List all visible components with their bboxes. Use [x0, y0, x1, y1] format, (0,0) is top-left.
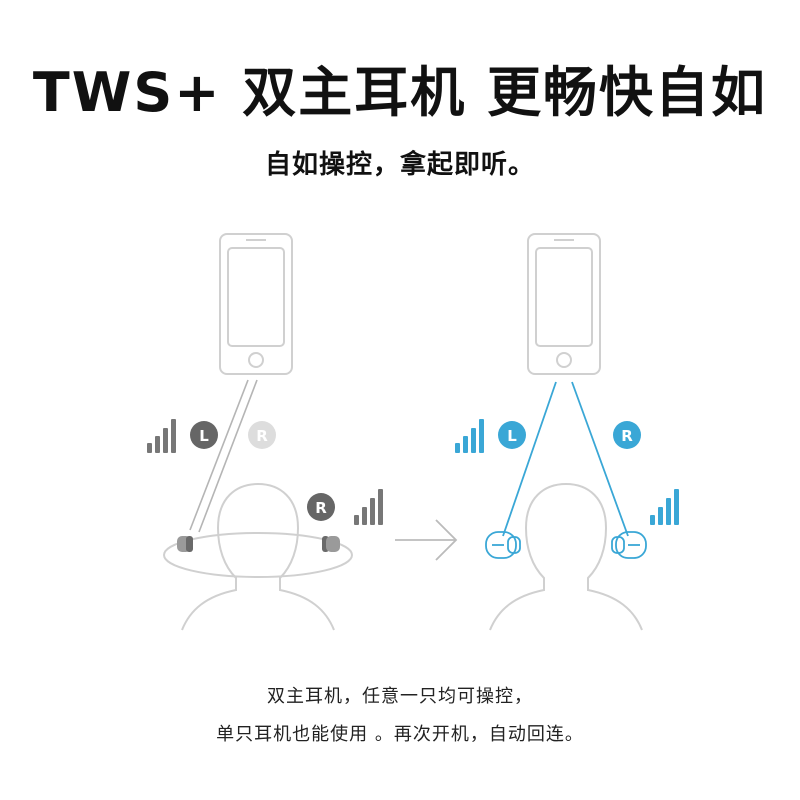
earbud-right-icon: [322, 536, 340, 552]
right-earbud-badge: R: [613, 421, 641, 449]
earbud-left-icon: [485, 531, 521, 559]
connection-line: [198, 379, 258, 533]
right-earbud-badge-inactive: R: [248, 421, 276, 449]
signal-icon: [354, 489, 383, 525]
svg-text:R: R: [621, 427, 633, 445]
earbud-right-icon: [611, 531, 647, 559]
left-earbud-badge: L: [190, 421, 218, 449]
right-earbud-badge: R: [307, 493, 335, 521]
person-icon: [163, 482, 353, 631]
connection-line: [571, 381, 629, 537]
signal-icon: [147, 419, 176, 453]
arrow-right-icon: [395, 519, 458, 561]
connection-line: [502, 381, 557, 537]
left-earbud-badge: L: [498, 421, 526, 449]
signal-icon: [455, 419, 484, 453]
earbud-left-icon: [177, 536, 193, 552]
signal-icon: [650, 489, 679, 525]
phone-icon: [219, 233, 293, 375]
person-icon: [489, 482, 643, 631]
caption-line-2: 单只耳机也能使用 。再次开机，自动回连。: [216, 724, 584, 745]
right-scene: L R: [455, 233, 679, 631]
svg-text:L: L: [507, 427, 517, 445]
left-scene: L R R: [147, 233, 383, 631]
connection-line: [189, 379, 249, 531]
svg-text:L: L: [199, 427, 209, 445]
caption-line-1: 双主耳机，任意一只均可操控，: [267, 686, 533, 707]
headline: TWS+ 双主耳机 更畅快自如: [32, 61, 768, 124]
svg-text:R: R: [256, 427, 268, 445]
phone-icon: [527, 233, 601, 375]
svg-text:R: R: [315, 499, 327, 517]
tagline: 自如操控，拿起即听。: [264, 150, 535, 180]
